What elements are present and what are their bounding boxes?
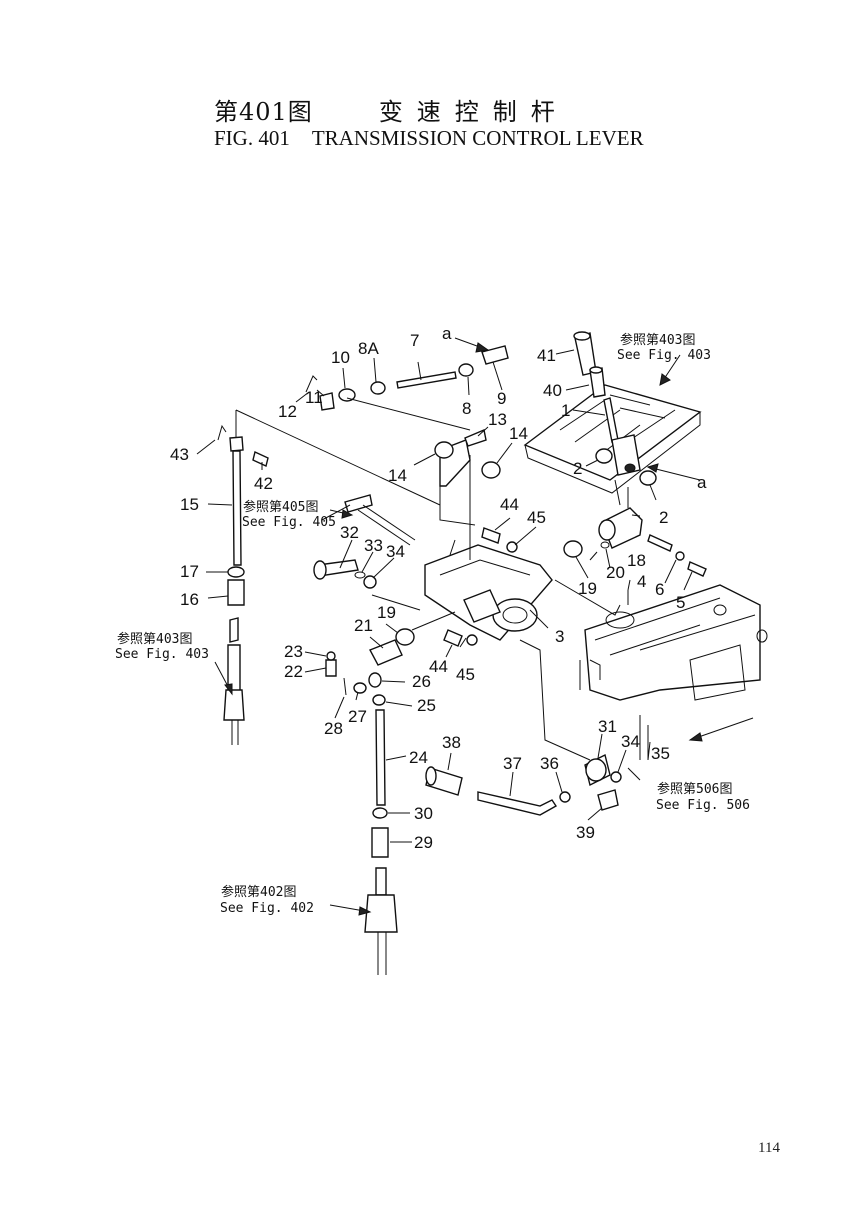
callout-7: 7 [410,331,419,350]
callout-27: 27 [348,707,367,726]
callout-19: 19 [578,579,597,598]
callout-44b: 44 [429,657,448,676]
ref-506-cn: 参照第506图 [657,781,732,797]
callout-44: 44 [500,495,519,514]
callout-12: 12 [278,402,297,421]
callout-2: 2 [573,459,582,478]
ref-403-left-cn: 参照第403图 [117,631,192,647]
reference-arrows [214,337,754,916]
callout-32: 32 [340,523,359,542]
callout-19b: 19 [377,603,396,622]
callout-22: 22 [284,662,303,681]
callout-26: 26 [412,672,431,691]
callout-34b: 34 [621,732,640,751]
figure-number-en: FIG. 401 [214,126,290,150]
callout-33: 33 [364,536,383,555]
callout-11: 11 [305,388,323,407]
callout-8a: 8A [358,339,379,358]
callout-45b: 45 [456,665,475,684]
figure-caption-en: TRANSMISSION CONTROL LEVER [311,126,644,150]
callout-39: 39 [576,823,595,842]
callout-28: 28 [324,719,343,738]
ref-506-en: See Fig. 506 [656,798,750,813]
callout-29: 29 [414,833,433,852]
callout-42: 42 [254,474,273,493]
callout-16: 16 [180,590,199,609]
ref-403-top-en: See Fig. 403 [617,348,711,363]
figure-title-en: FIG. 401 TRANSMISSION CONTROL LEVER [214,126,644,151]
callout-43: 43 [170,445,189,464]
callout-20: 20 [606,563,625,582]
ref-405-cn: 参照第405图 [243,499,318,515]
callout-35: 35 [651,744,670,763]
callout-17: 17 [180,562,199,581]
callout-34: 34 [386,542,405,561]
callout-13: 13 [488,410,507,429]
figure-title-cn: 第401图 变速控制杆 [214,92,569,127]
callout-24: 24 [409,748,428,767]
callout-6: 6 [655,580,664,599]
figure-caption-cn: 变速控制杆 [378,98,569,126]
callout-labels: 1 2 2 3 4 5 6 7 8 8A 9 10 11 12 13 14 14… [170,324,707,852]
ref-403-left-en: See Fig. 403 [115,647,209,662]
callout-9: 9 [497,389,506,408]
callout-25: 25 [417,696,436,715]
ref-405-en: See Fig. 405 [242,515,336,530]
ref-402-en: See Fig. 402 [220,901,314,916]
callout-4: 4 [637,572,646,591]
callout-14: 14 [509,424,528,443]
callout-2b: 2 [659,508,668,527]
callout-1: 1 [561,401,570,420]
ref-402-cn: 参照第402图 [221,884,296,900]
callout-a-top: a [442,324,452,343]
callout-14b: 14 [388,466,407,485]
callout-3: 3 [555,627,564,646]
callout-15: 15 [180,495,199,514]
callout-38: 38 [442,733,461,752]
callout-a-right: a [697,473,707,492]
callout-37: 37 [503,754,522,773]
callout-5: 5 [676,593,685,612]
callout-31: 31 [598,717,617,736]
ref-403-top-cn: 参照第403图 [620,332,695,348]
diagram-linework [217,331,768,975]
callout-leaders [196,349,693,843]
callout-36: 36 [540,754,559,773]
figure-references: 参照第403图 See Fig. 403 参照第405图 See Fig. 40… [115,332,750,916]
callout-41: 41 [537,346,556,365]
callout-45: 45 [527,508,546,527]
page-number: 114 [758,1140,780,1156]
callout-23: 23 [284,642,303,661]
callout-30: 30 [414,804,433,823]
figure-number-cn: 第401图 [214,98,313,126]
callout-40: 40 [543,381,562,400]
callout-8: 8 [462,399,471,418]
callout-10: 10 [331,348,350,367]
callout-21: 21 [354,616,373,635]
callout-18: 18 [627,551,646,570]
